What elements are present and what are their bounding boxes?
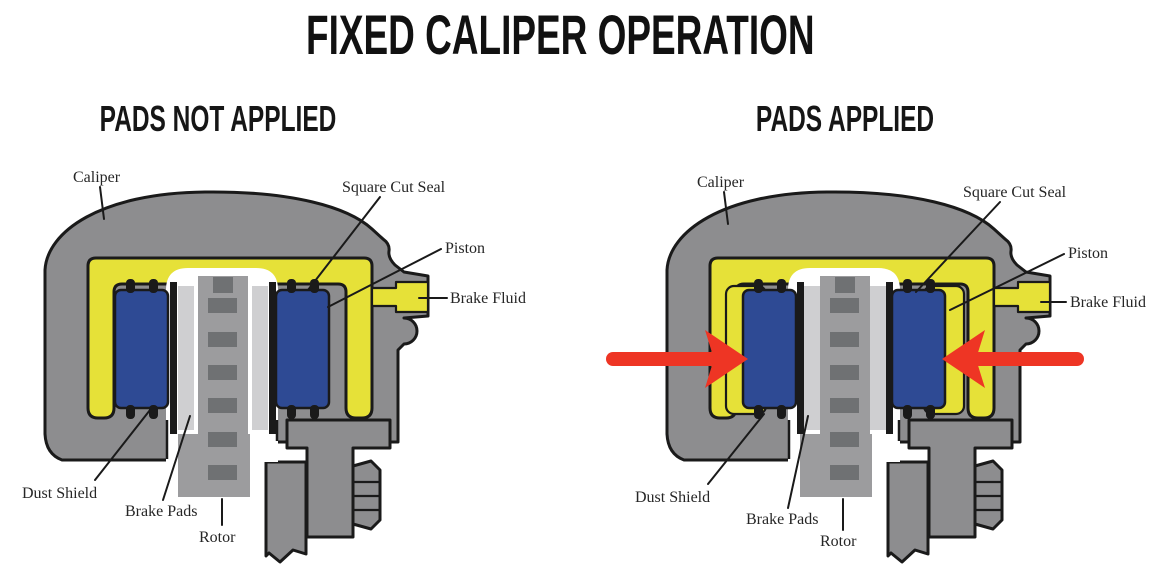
seal-nub	[310, 405, 319, 419]
seal-nub	[287, 405, 296, 419]
seal-nub	[926, 279, 935, 293]
brake-pad-right	[870, 286, 886, 430]
label-square-cut-seal: Square Cut Seal	[342, 179, 446, 196]
rotor-top-notch	[213, 277, 233, 293]
mounting-plate	[264, 460, 308, 564]
label-piston: Piston	[1068, 245, 1108, 262]
force-arrow-right-shaft	[972, 352, 1084, 366]
mounting-plate	[886, 460, 930, 564]
rotor-vent	[208, 298, 237, 313]
leader-square-cut-seal	[915, 201, 1001, 293]
page-title: FIXED CALIPER OPERATION	[0, 2, 1120, 68]
piston-left	[113, 288, 170, 410]
seal-nub	[754, 405, 763, 419]
subtitle-pads-not-applied: PADS NOT APPLIED	[99, 98, 337, 139]
pad-backing-plate-left	[170, 282, 177, 434]
seal-nub	[149, 405, 158, 419]
pad-backing-plate-right	[269, 282, 276, 434]
brake-fluid-inlet	[992, 280, 1052, 314]
seal-nub	[926, 405, 935, 419]
mounting-bracket	[285, 418, 392, 539]
rotor-vent	[830, 465, 859, 480]
piston-right	[274, 288, 331, 410]
bolt-threads	[975, 480, 1001, 512]
leader-lines	[94, 186, 448, 526]
seal-nub	[149, 279, 158, 293]
label-brake-fluid: Brake Fluid	[1070, 294, 1146, 311]
label-square-cut-seal: Square Cut Seal	[963, 184, 1067, 201]
bolt-threads	[353, 480, 379, 512]
seal-nub	[754, 279, 763, 293]
leader-lines	[707, 191, 1067, 531]
label-caliper: Caliper	[73, 169, 121, 186]
label-brake-pads: Brake Pads	[125, 503, 197, 520]
label-dust-shield: Dust Shield	[635, 489, 710, 506]
leader-piston	[949, 253, 1065, 311]
pad-backing-plate-right	[886, 282, 893, 434]
leader-piston	[327, 248, 442, 308]
leader-caliper	[99, 186, 105, 220]
label-dust-shield: Dust Shield	[22, 485, 97, 502]
subtitle-pads-applied: PADS APPLIED	[755, 98, 935, 139]
brake-pad-left	[178, 286, 194, 430]
label-piston: Piston	[445, 240, 485, 257]
seal-nub	[777, 405, 786, 419]
diagram-pads-not-applied: Caliper Square Cut Seal Piston Brake Flu…	[22, 169, 526, 564]
force-arrow-left-shaft	[606, 352, 718, 366]
label-brake-fluid: Brake Fluid	[450, 290, 526, 307]
brake-pad-right	[252, 286, 268, 430]
leader-brake-pads	[787, 415, 809, 509]
rotor-vent	[830, 298, 859, 313]
rotor-vent	[830, 432, 859, 447]
rotor-vent	[208, 432, 237, 447]
seal-nub	[903, 279, 912, 293]
piston-left	[741, 288, 798, 410]
seal-nub	[287, 279, 296, 293]
seal-nub	[126, 279, 135, 293]
brake-fluid-channel	[86, 256, 374, 420]
square-cut-seals	[126, 279, 319, 419]
label-brake-pads: Brake Pads	[746, 511, 818, 528]
leader-caliper	[723, 191, 729, 225]
rotor-vent	[830, 332, 859, 347]
brake-fluid-channel	[708, 256, 996, 420]
force-arrows	[606, 330, 1084, 388]
rotor-vents	[208, 298, 237, 480]
pad-backing-plate-left	[797, 282, 804, 434]
leader-dust-shield	[94, 409, 151, 481]
leader-brake-pads	[162, 415, 191, 501]
label-rotor: Rotor	[820, 533, 857, 550]
seal-nub	[126, 405, 135, 419]
rotor-vent	[208, 365, 237, 380]
leader-square-cut-seal	[307, 196, 381, 291]
diagram-pads-applied: Caliper Square Cut Seal Piston Brake Flu…	[606, 174, 1146, 564]
label-caliper: Caliper	[697, 174, 745, 191]
label-rotor: Rotor	[199, 529, 236, 546]
rotor-vent	[208, 398, 237, 413]
force-arrow-left-head	[705, 330, 748, 388]
rotor-vents	[830, 298, 859, 480]
rotor-vent	[830, 398, 859, 413]
mounting-bracket	[907, 418, 1014, 539]
rotor-vent	[830, 365, 859, 380]
brake-pad-left	[804, 286, 820, 430]
brake-fluid-inlet	[370, 280, 430, 314]
leader-dust-shield	[707, 413, 765, 485]
page-title-text: FIXED CALIPER OPERATION	[305, 3, 815, 66]
seal-nub	[777, 279, 786, 293]
rotor-vent	[208, 465, 237, 480]
piston-right	[890, 288, 947, 410]
seal-nub	[903, 405, 912, 419]
rotor-top-notch	[835, 277, 855, 293]
square-cut-seals	[754, 279, 935, 419]
rotor-vent	[208, 332, 237, 347]
seal-nub	[310, 279, 319, 293]
force-arrow-right-head	[942, 330, 985, 388]
